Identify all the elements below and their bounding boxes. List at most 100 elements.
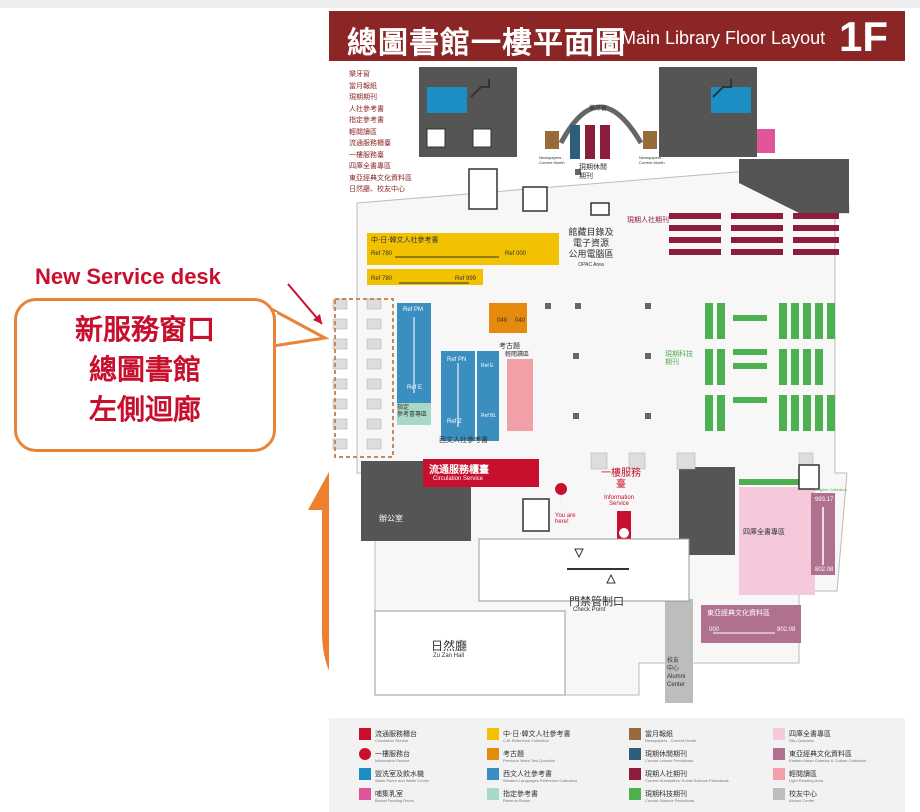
- circulation-en: Circulation Service: [433, 476, 484, 482]
- alumni-zh1: 校友: [667, 658, 680, 664]
- side-list-item: 一樓服務臺: [349, 151, 384, 159]
- past-exam-label: 考古題: [499, 343, 520, 350]
- alumni-en2: Center: [667, 682, 686, 688]
- alumni-label: 校友 中心 Alumni Center: [667, 657, 685, 689]
- you-are-here: You are here!: [555, 513, 576, 525]
- science-label: 現期科技期刊: [665, 351, 693, 366]
- floor-map: 樂牙窗 當月報紙 現期期刊 人社參考書 指定參考書 輕閱讀區 流通服務櫃臺 一樓…: [329, 63, 905, 715]
- newspapers-left-en: Newspapers - Current Month: [539, 155, 565, 165]
- ref-row2-right: Ref 999: [455, 276, 477, 282]
- light-reading-label: 輕閱讀區: [505, 352, 530, 358]
- map-header: 總圖書館一樓平面圖 Main Library Floor Layout 1F: [329, 11, 905, 61]
- newspapers-right-en: Newspapers - Current Month: [639, 155, 665, 165]
- western-ref-label: 西文人社參考書: [439, 437, 488, 444]
- humanities-zh: 現期人社期刊: [627, 217, 669, 224]
- east-asian-right: 802.08: [777, 627, 796, 633]
- humanities-label: 現期人社期刊: [627, 215, 669, 225]
- shelf-z: Ref Z: [447, 419, 462, 425]
- music-box-label: 樂牙窗: [589, 103, 607, 112]
- callout-bubble: [14, 298, 276, 452]
- music-box-zh: 樂牙窗: [589, 106, 608, 112]
- side-list-item: 現期期刊: [349, 94, 377, 101]
- checkpoint-en: Check Point: [573, 607, 606, 613]
- circulation-label: 流通服務櫃臺: [429, 465, 489, 476]
- newspapers-right-label: Newspapers - Current Month: [639, 155, 669, 165]
- alumni-zh2: 中心: [667, 666, 680, 672]
- map-title-en: Main Library Floor Layout: [621, 28, 826, 48]
- side-list-item: 輕閱讀區: [349, 128, 377, 136]
- siku-label: 四庫全書專區: [743, 529, 785, 536]
- shelf-pm: Ref PM: [403, 307, 424, 313]
- info-en: Information Service: [603, 495, 634, 507]
- callout-line-3: 左側迴廊: [88, 394, 201, 425]
- cjk-ref-zh: 中‧日‧韓文人社參考書: [371, 237, 439, 244]
- map-title-zh: 總圖書館一樓平面圖: [347, 27, 626, 60]
- leisure-label: 現期休閒期刊: [579, 163, 611, 181]
- callout-pointer-arrow: [287, 283, 323, 325]
- east-asian-label: 東亞經典文化資料區: [707, 610, 770, 617]
- siku-top: 993.17: [815, 497, 834, 503]
- side-list-item: 樂牙窗: [349, 71, 370, 78]
- siku-bottom: 802.08: [815, 567, 834, 573]
- past-exam-box-label2: 040: [515, 318, 526, 324]
- side-list-item: 日然廳、校友中心: [349, 186, 405, 193]
- office-label: 辦公室: [379, 514, 403, 523]
- side-list-item: 人社參考書: [349, 105, 384, 113]
- reserve-zh1: 指定: [397, 405, 410, 411]
- alumni-en1: Alumni: [667, 674, 686, 680]
- shelf-e: Ref E: [407, 385, 423, 391]
- opac-zh2: 電子資源: [572, 238, 609, 248]
- humanities-shelves: [669, 213, 839, 255]
- ref-row2-left: Ref 780: [371, 276, 393, 282]
- reserve-label: 指定 參考書專區: [397, 405, 427, 419]
- info-label: 一樓服務臺: [601, 468, 641, 490]
- cjk-ref-right: Ref 000: [505, 251, 527, 257]
- newspapers-left-label: Newspapers - Current Month: [539, 155, 569, 165]
- cjk-ref-left: Ref 780: [371, 251, 393, 257]
- side-list: 樂牙窗 當月報紙 現期期刊 人社參考書 指定參考書 輕閱讀區 流通服務櫃臺 一樓…: [349, 69, 412, 196]
- top-strip: [0, 0, 920, 8]
- side-list-item: 四庫全書專區: [349, 163, 391, 170]
- side-list-item: 當月報紙: [349, 82, 377, 90]
- opac-zh1: 館藏目錄及: [568, 227, 614, 237]
- opac-label: 館藏目錄及 電子資源 公用電腦區 OPAC Area: [563, 227, 619, 271]
- opac-zh3: 公用電腦區: [568, 249, 614, 259]
- east-asian-left: 000: [709, 627, 720, 633]
- side-list-item: 東亞經典文化資料區: [349, 174, 412, 182]
- past-exam-box-label: 049: [497, 318, 508, 324]
- callout-text: 新服務窗口 總圖書館 左側迴廊: [14, 310, 276, 430]
- shelf-pn: Ref PN: [447, 357, 467, 363]
- zuzan-label: 日然廳: [431, 639, 468, 653]
- callout-line-2: 總圖書館: [88, 354, 201, 385]
- shelf-bl: Ref BL: [481, 413, 497, 419]
- cjk-ref-label: 中‧日‧韓文人社參考書: [371, 235, 438, 245]
- zuzan-en: Zu Zan Hall: [433, 653, 465, 659]
- opac-en: OPAC Area: [578, 262, 604, 268]
- leisure-zh: 現期休閒期刊: [579, 164, 607, 180]
- reserve-zh2: 參考書專區: [397, 412, 428, 418]
- shelf-e2: Ref E: [481, 363, 494, 369]
- callout-title: New Service desk: [35, 264, 221, 289]
- english-coll: English Collection: [815, 487, 847, 492]
- checkpoint-label: 門禁管制口: [569, 596, 624, 608]
- side-list-item: 流通服務櫃臺: [349, 140, 391, 147]
- floor-label: 1F: [839, 13, 889, 60]
- callout-line-1: 新服務窗口: [74, 314, 215, 345]
